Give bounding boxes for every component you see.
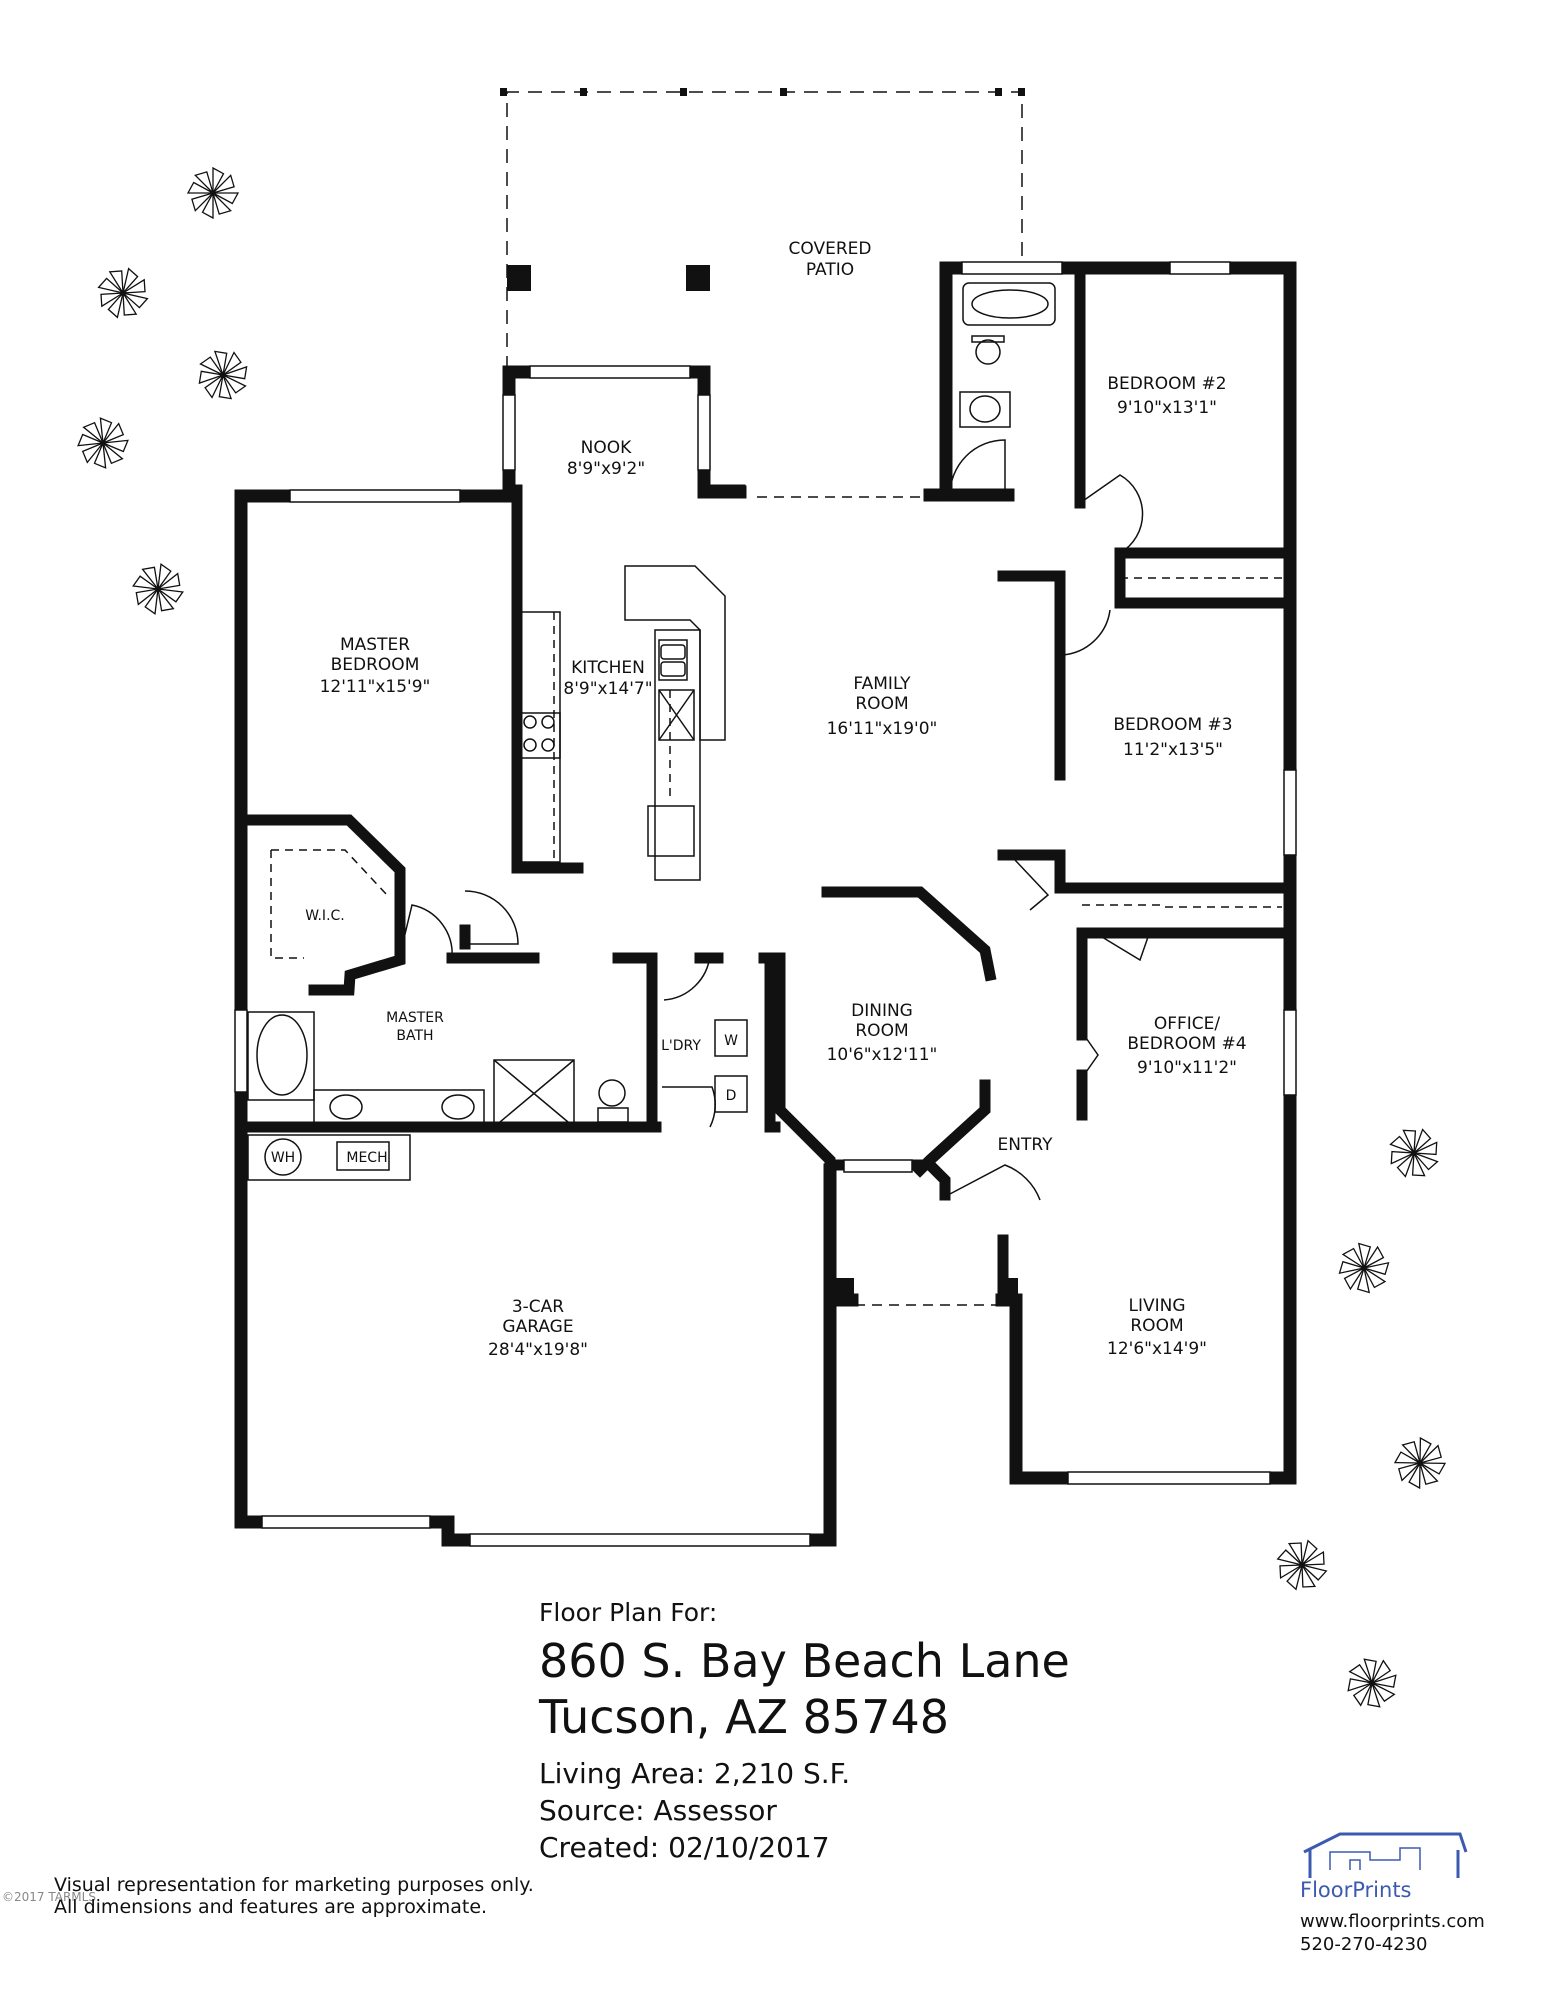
living-area: Living Area: 2,210 S.F. xyxy=(539,1757,851,1790)
plant-icon xyxy=(132,563,184,615)
plant-icon xyxy=(1389,1128,1439,1178)
label-mech: MECH xyxy=(346,1150,387,1166)
house-logo-icon xyxy=(1303,1832,1468,1878)
dryer xyxy=(714,1075,748,1113)
label-dryer: D xyxy=(726,1088,737,1104)
bathtub-hall xyxy=(962,282,1056,326)
label-water-heater: WH xyxy=(271,1150,295,1166)
label-covered-patio-1: COVERED xyxy=(789,239,872,259)
disclaimer-line1: Visual representation for marketing purp… xyxy=(54,1874,534,1896)
cooktop xyxy=(519,712,561,759)
label-garage-2: GARAGE xyxy=(502,1317,573,1337)
garage-openings xyxy=(757,496,1000,1306)
source: Source: Assessor xyxy=(539,1794,777,1827)
label-family-room-size: 16'11"x19'0" xyxy=(827,719,938,739)
label-living-room-size: 12'6"x14'9" xyxy=(1107,1339,1207,1359)
kitchen-sink xyxy=(658,639,688,681)
label-bedroom3: BEDROOM #3 xyxy=(1113,715,1232,735)
floor-plan-info: Floor Plan For: 860 S. Bay Beach Lane Tu… xyxy=(539,1598,1239,1866)
label-garage-1: 3-CAR xyxy=(512,1297,564,1317)
plant-icon xyxy=(77,417,129,469)
washer xyxy=(714,1019,748,1057)
mls-watermark: ©2017 TARMLS xyxy=(2,1890,96,1904)
label-living-room-1: LIVING xyxy=(1128,1296,1185,1316)
label-family-room-1: FAMILY xyxy=(853,674,911,694)
label-dining-room-2: ROOM xyxy=(855,1021,908,1041)
room-labels: COVERED PATIO NOOK 8'9"x9'2" MASTER BEDR… xyxy=(271,239,1247,1360)
label-laundry: L'DRY xyxy=(661,1038,701,1054)
label-nook: NOOK xyxy=(581,438,632,458)
plant-icon xyxy=(186,166,240,220)
disclaimer-line2: All dimensions and features are approxim… xyxy=(54,1896,488,1918)
brand-contact: www.floorprints.com 520-270-4230 xyxy=(1300,1910,1500,1956)
label-master-bedroom-2: BEDROOM xyxy=(331,655,420,675)
floor-plan-details: Living Area: 2,210 S.F. Source: Assessor… xyxy=(539,1755,1239,1866)
dishwasher xyxy=(658,689,695,741)
patio-columns xyxy=(500,88,1025,291)
label-bedroom2: BEDROOM #2 xyxy=(1107,374,1226,394)
brand-phone: 520-270-4230 xyxy=(1300,1934,1428,1955)
label-garage-size: 28'4"x19'8" xyxy=(488,1340,588,1360)
plant-icon xyxy=(1338,1242,1390,1294)
brand-name: FloorPrints xyxy=(1300,1878,1412,1902)
brand-website[interactable]: www.floorprints.com xyxy=(1300,1911,1485,1932)
toilet-hall xyxy=(975,339,1001,365)
plant-icon xyxy=(1393,1436,1447,1490)
label-kitchen: KITCHEN xyxy=(571,658,645,678)
address-line2: Tucson, AZ 85748 xyxy=(539,1690,950,1744)
windows xyxy=(234,261,1297,1547)
garage-door-posts xyxy=(836,1278,1018,1306)
doors xyxy=(399,439,1149,1201)
toilet-master xyxy=(598,1079,626,1107)
label-nook-size: 8'9"x9'2" xyxy=(567,459,645,479)
plant-icon xyxy=(198,350,248,400)
address-line1: 860 S. Bay Beach Lane xyxy=(539,1634,1070,1688)
label-bedroom3-size: 11'2"x13'5" xyxy=(1123,740,1223,760)
label-dining-room-size: 10'6"x12'11" xyxy=(827,1045,938,1065)
plant-icon xyxy=(1347,1658,1397,1708)
covered-patio-outline xyxy=(506,91,1023,370)
label-wic: W.I.C. xyxy=(305,908,345,924)
landscape-plants xyxy=(77,166,1447,1708)
label-office-2: BEDROOM #4 xyxy=(1127,1034,1246,1054)
plant-icon xyxy=(1276,1539,1328,1591)
vanity xyxy=(313,1089,485,1128)
kitchen-counter-east xyxy=(654,629,701,881)
label-master-bath-1: MASTER xyxy=(386,1010,444,1026)
label-entry: ENTRY xyxy=(998,1135,1054,1155)
sink-hall xyxy=(969,395,1001,423)
label-dining-room-1: DINING xyxy=(851,1001,913,1021)
label-covered-patio-2: PATIO xyxy=(806,260,854,280)
floor-plan-intro: Floor Plan For: xyxy=(539,1598,718,1627)
label-living-room-2: ROOM xyxy=(1130,1316,1183,1336)
brand-block: FloorPrints www.floorprints.com 520-270-… xyxy=(1300,1830,1500,1956)
label-bedroom2-size: 9'10"x13'1" xyxy=(1117,398,1217,418)
label-master-bedroom-size: 12'11"x15'9" xyxy=(320,677,431,697)
refrigerator xyxy=(647,805,695,857)
label-family-room-2: ROOM xyxy=(855,694,908,714)
label-washer: W xyxy=(724,1033,738,1049)
disclaimer: Visual representation for marketing purp… xyxy=(54,1874,534,1918)
label-master-bedroom-1: MASTER xyxy=(340,635,410,655)
fixtures xyxy=(247,282,1282,1181)
water-heater xyxy=(264,1138,302,1176)
label-kitchen-size: 8'9"x14'7" xyxy=(563,679,652,699)
created-date: Created: 02/10/2017 xyxy=(539,1831,830,1864)
shower xyxy=(493,1059,575,1128)
walls xyxy=(234,261,1297,1547)
label-master-bath-2: BATH xyxy=(396,1028,433,1044)
label-office-1: OFFICE/ xyxy=(1154,1014,1221,1034)
plant-icon xyxy=(97,267,149,319)
bathtub xyxy=(256,1014,308,1096)
label-office-size: 9'10"x11'2" xyxy=(1137,1058,1237,1078)
